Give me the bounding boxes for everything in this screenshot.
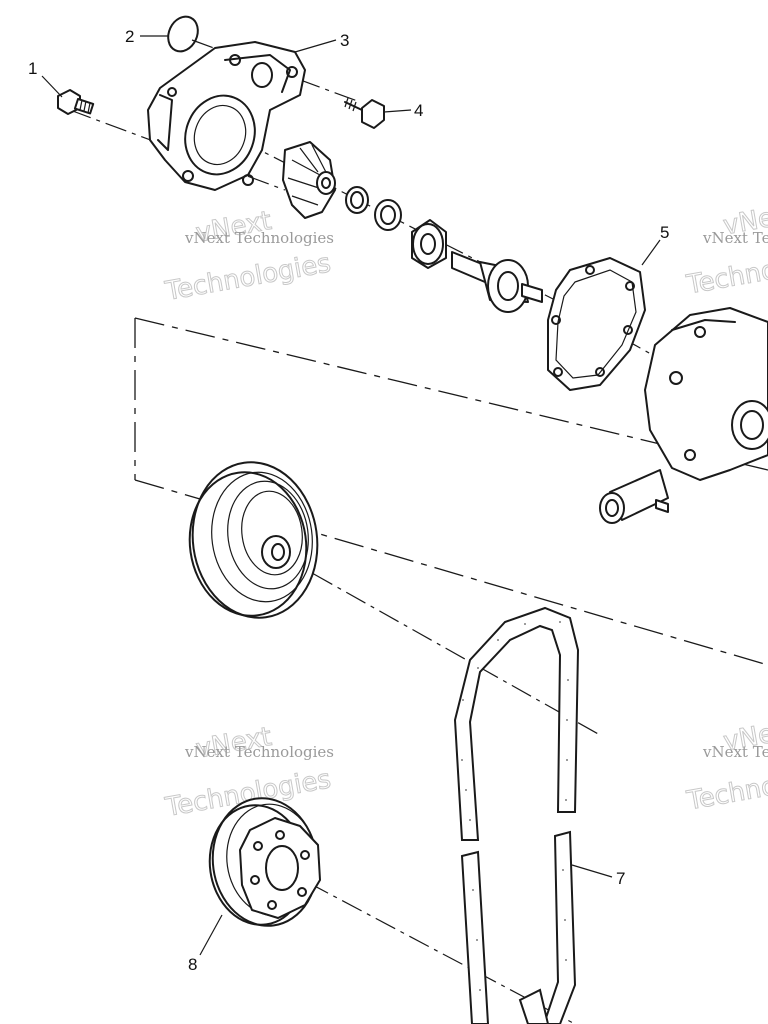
leader-line-4 [383, 109, 412, 113]
watermark-small-text: vNext Technologies [702, 229, 768, 247]
v-belt-part-7 [453, 606, 580, 1024]
gasket-part-5 [547, 257, 646, 391]
callout-4: 4 [414, 101, 423, 120]
watermark-small-text: vNext Technologies [184, 743, 334, 761]
assembly-line-drive-pulley [279, 554, 601, 736]
bolt-part-1 [57, 89, 95, 115]
bolt-part-4 [344, 97, 385, 129]
watermark-large-bottom: Technologies [684, 758, 768, 817]
pump-cover-part-3 [147, 41, 306, 191]
watermark-large-bottom: Technologies [684, 242, 768, 301]
leader-line-5 [641, 239, 661, 266]
watermark-small-text: vNext Technologies [702, 743, 768, 761]
callout-1: 1 [28, 59, 37, 78]
crank-pulley-part-8 [208, 797, 321, 927]
watermark-small-text: vNext Technologies [184, 229, 334, 247]
callout-7: 7 [616, 869, 625, 888]
belt-texture [461, 621, 569, 991]
watermark-large-bottom: Technologies [162, 248, 333, 307]
callout-2: 2 [125, 27, 134, 46]
callout-3: 3 [340, 31, 349, 50]
callout-5: 5 [660, 223, 669, 242]
water-pump-housing [599, 307, 768, 524]
leader-line-1 [41, 75, 63, 98]
impeller [282, 141, 336, 219]
leader-line-3 [294, 39, 337, 53]
seal-medium [374, 199, 402, 231]
bearing [411, 219, 447, 269]
seal-small [345, 186, 369, 214]
watermark-middle-right: vNext Technologies [683, 714, 768, 817]
o-ring-part-2 [167, 15, 199, 53]
callout-8: 8 [188, 955, 197, 974]
pump-drive-pulley [188, 461, 319, 619]
leader-line-8 [199, 914, 223, 956]
pump-shaft [451, 251, 543, 313]
leader-line-7 [571, 864, 613, 878]
